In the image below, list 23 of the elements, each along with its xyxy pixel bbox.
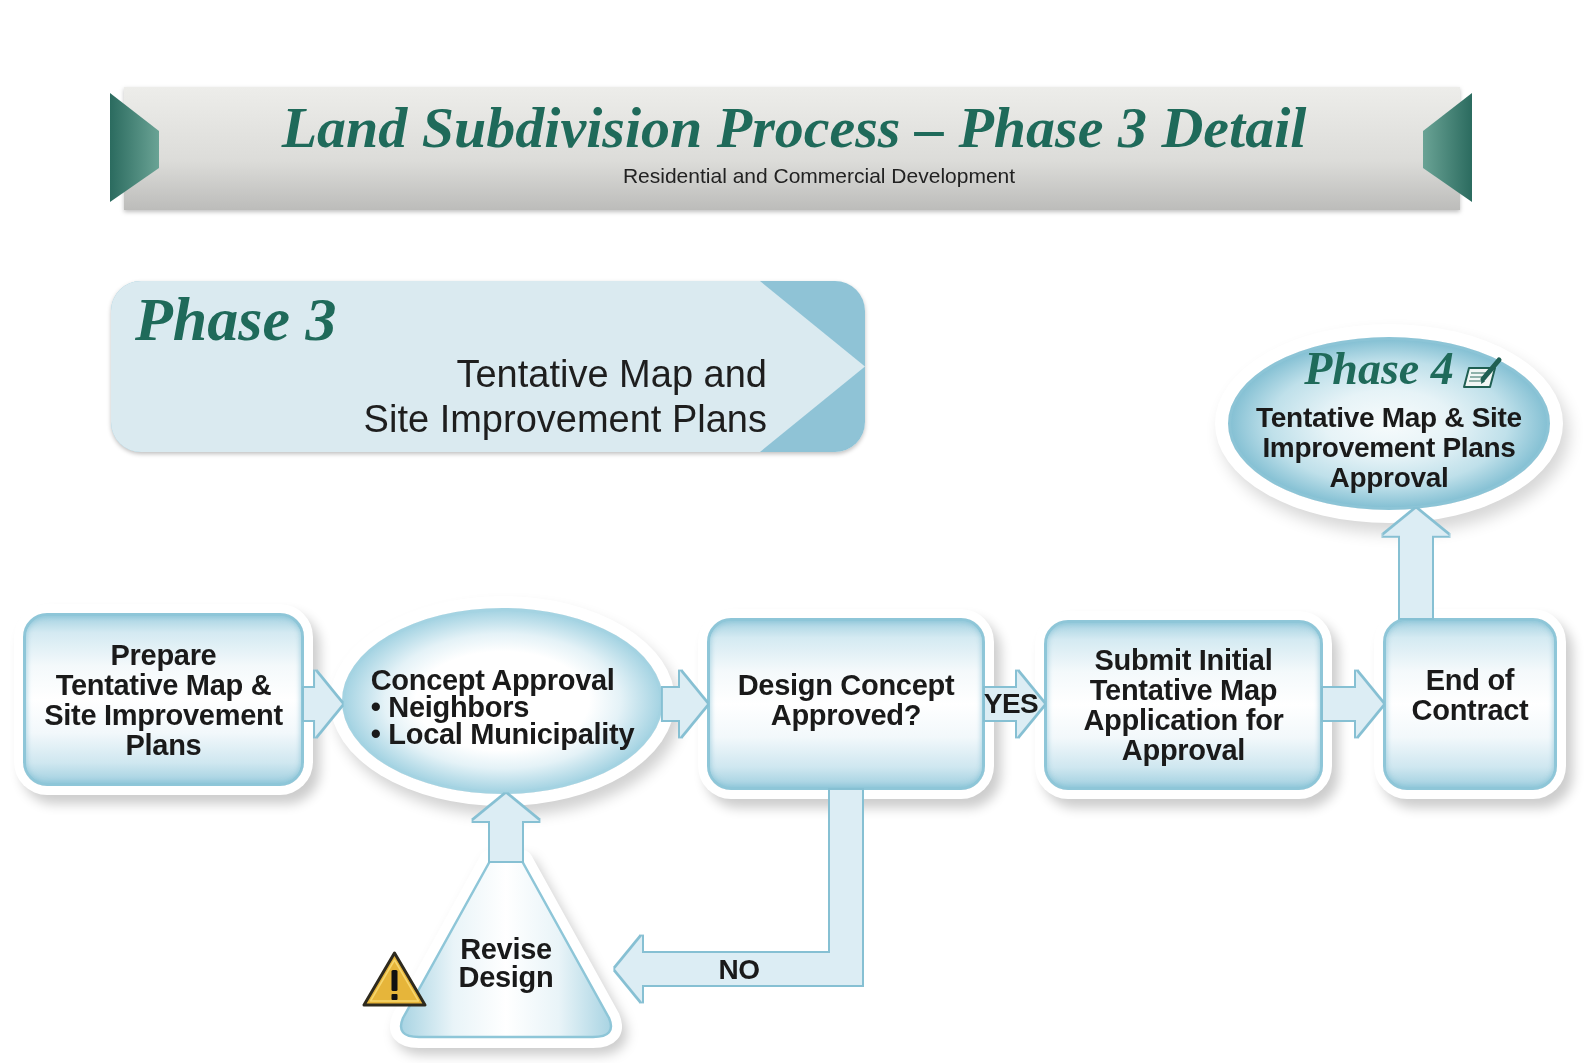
block-arrow (304, 671, 343, 737)
step-label: Prepare Tentative Map & Site Improvement Plans (44, 639, 283, 760)
block-arrow (473, 794, 539, 861)
block-arrow (615, 790, 862, 1002)
block-arrow (1323, 671, 1383, 737)
step-label: Revise Design (458, 935, 554, 991)
step-label: End of Contract (1411, 665, 1529, 725)
step-label: Concept Approval (370, 666, 615, 694)
edge-label: NO (718, 956, 760, 984)
step-label: Tentative Map & Site Improvement Plans Approval (1256, 403, 1522, 493)
subtitle: Residential and Commercial Development (622, 164, 1016, 188)
block-arrow (1383, 508, 1449, 618)
block-arrow (985, 671, 1044, 737)
process-triangle (397, 861, 615, 1040)
step-label: Submit Initial Tentative Map Application for Approval (1083, 645, 1284, 765)
phase-description: Tentative Map and Site Improvement Plans (363, 352, 767, 442)
decision-label: Design Concept Approved? (737, 670, 955, 730)
block-arrow (662, 671, 707, 737)
edge-label: YES (983, 690, 1039, 718)
phase-title: Phase 3 (135, 284, 337, 355)
phase-banner (111, 281, 865, 452)
title: Land Subdivision Process – Phase 3 Detail (281, 95, 1307, 161)
phase-title: Phase 4 (1304, 345, 1454, 393)
